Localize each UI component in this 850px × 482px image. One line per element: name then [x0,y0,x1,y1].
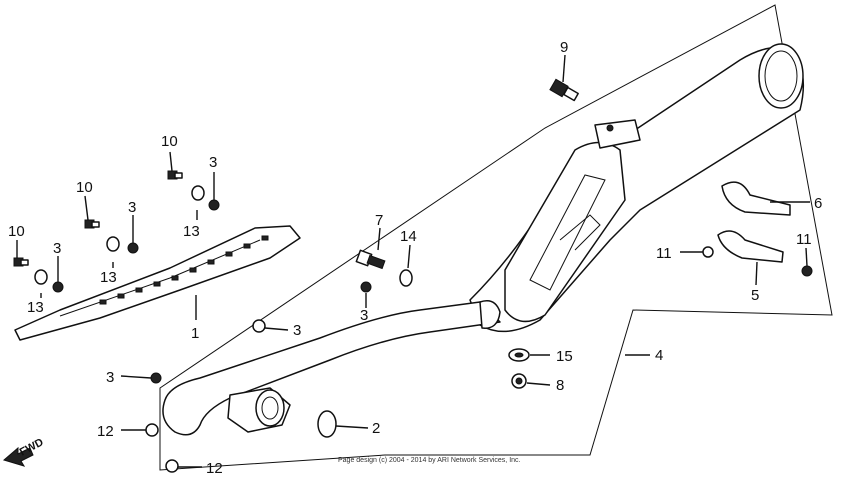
washer-13-top[interactable] [191,185,205,201]
callout-12-upper: 12 [97,423,114,440]
washer-13-left[interactable] [34,269,48,285]
nut-3-middle[interactable] [127,242,139,254]
nut-12-upper[interactable] [145,423,159,437]
callout-13-middle: 13 [100,269,117,286]
callout-3-left: 3 [53,240,61,257]
washer-15[interactable] [508,348,530,362]
nut-3-center[interactable] [252,319,266,333]
callout-2: 2 [372,420,380,437]
bolt-8[interactable] [511,373,527,389]
fwd-arrow-icon [2,446,34,467]
callout-7: 7 [375,212,383,229]
callout-3-center: 3 [293,322,301,339]
bolt-10-middle[interactable] [84,219,100,229]
callout-13-left: 13 [27,299,44,316]
callout-15: 15 [556,348,573,365]
callout-1: 1 [191,325,199,342]
callout-10-middle: 10 [76,179,93,196]
bolt-11-left[interactable] [702,246,714,258]
nut-12-lower[interactable] [165,459,179,473]
callout-3-lower-left: 3 [106,369,114,386]
copyright-notice: Page design (c) 2004 - 2014 by ARI Netwo… [338,457,521,464]
callout-11-left: 11 [656,245,672,262]
bolt-9[interactable] [549,78,579,102]
band-5[interactable] [717,230,784,263]
fwd-arrow: FWD [2,436,46,467]
nut-3-pipe[interactable] [360,281,372,293]
nut-3-lower-left[interactable] [150,372,162,384]
callout-10-left: 10 [8,223,25,240]
band-6[interactable] [721,181,791,216]
callout-3-top: 3 [209,154,217,171]
callout-5: 5 [751,287,759,304]
bolt-10-left[interactable] [13,257,29,267]
washer-14[interactable] [399,269,413,287]
nut-3-left[interactable] [52,281,64,293]
callout-4: 4 [655,347,663,364]
callout-10-top: 10 [161,133,178,150]
heat-shield[interactable] [14,225,301,341]
bolt-10-top[interactable] [167,170,183,180]
callout-14: 14 [400,228,417,245]
bolt-7[interactable] [355,249,386,270]
exhaust-pipe[interactable] [162,300,501,436]
muffler[interactable] [469,43,805,333]
washer-13-middle[interactable] [106,236,120,252]
callout-6: 6 [814,195,822,212]
callout-11-right: 11 [796,231,812,248]
exhaust-gasket[interactable] [317,410,337,438]
muffler-assembly-outline [159,4,833,471]
bolt-11-right[interactable] [801,265,813,277]
leader-lines [16,54,810,468]
callout-12-lower: 12 [206,460,223,477]
callout-13-top: 13 [183,223,200,240]
nut-3-top[interactable] [208,199,220,211]
callout-3-pipe: 3 [360,307,368,324]
callout-3-middle: 3 [128,199,136,216]
callout-9: 9 [560,39,568,56]
callout-8: 8 [556,377,564,394]
